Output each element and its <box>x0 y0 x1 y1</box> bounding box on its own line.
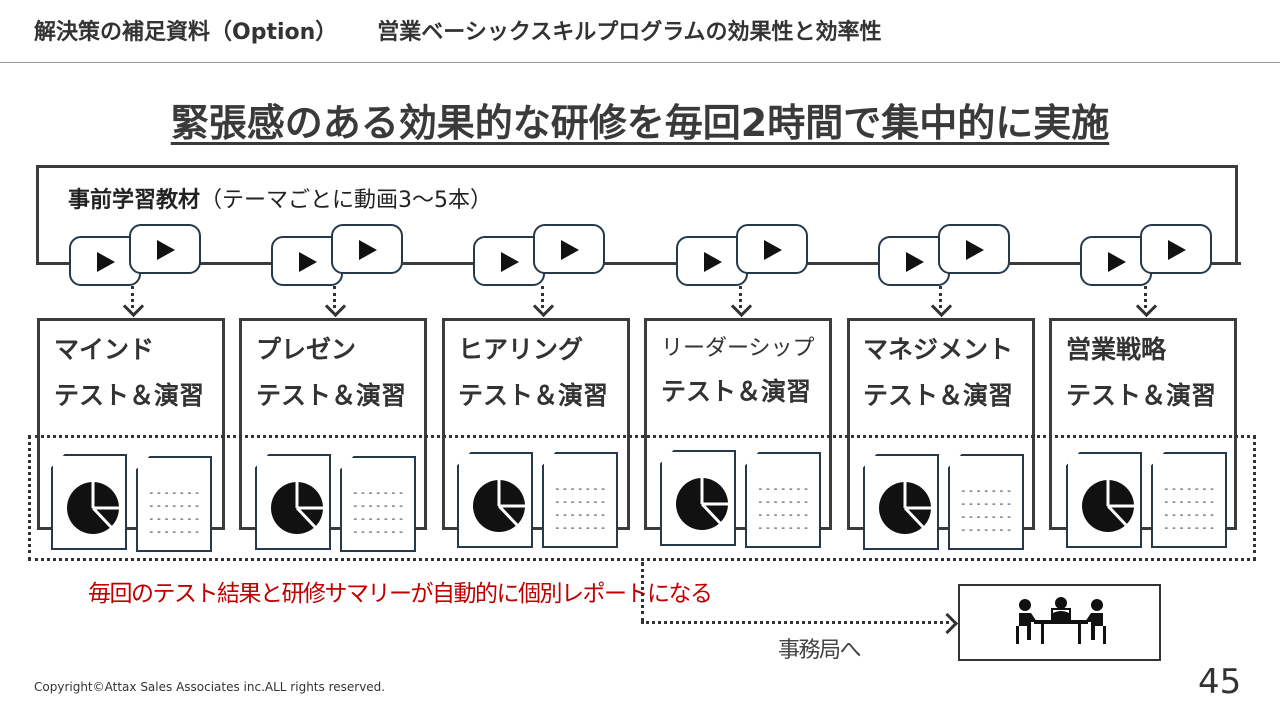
module-name: マネジメント <box>863 335 1014 364</box>
summary-document: ------- ------- ------- ------- <box>136 456 212 552</box>
pie-chart-icon <box>676 478 728 530</box>
document-text-lines: ------- ------- ------- ------- <box>352 486 406 538</box>
play-icon <box>473 236 545 286</box>
report-note: 毎回のテスト結果と研修サマリーが自動的に個別レポートになる <box>88 581 713 607</box>
play-icon <box>533 224 605 274</box>
arrow-right-icon <box>936 612 959 635</box>
arrow-down-icon <box>122 295 145 318</box>
module-name: リーダーシップ <box>661 336 815 361</box>
play-icon <box>331 224 403 274</box>
module-name: 営業戦略 <box>1066 335 1167 364</box>
flow-connector <box>939 286 942 308</box>
pie-chart-icon <box>271 482 323 534</box>
pie-chart-document <box>51 454 127 550</box>
main-title: 緊張感のある効果的な研修を毎回2時間で集中的に実施 <box>170 101 1110 145</box>
document-text-lines: ------- ------- ------- ------- <box>554 482 608 534</box>
meeting-icon <box>1016 597 1106 644</box>
module-name: ヒアリング <box>458 335 584 364</box>
prestudy-label-rest: （テーマごとに動画3～5本） <box>200 188 493 213</box>
pie-chart-document <box>660 450 736 546</box>
pie-chart-icon <box>473 480 525 532</box>
summary-document: ------- ------- ------- ------- <box>745 452 821 548</box>
copyright: Copyright©Attax Sales Associates inc.ALL… <box>34 680 386 694</box>
flow-connector <box>333 286 336 308</box>
office-box <box>958 584 1161 661</box>
arrow-down-icon <box>730 295 753 318</box>
module-name: プレゼン <box>256 335 357 364</box>
module-sub: テスト＆演習 <box>1066 381 1217 410</box>
pie-chart-icon <box>67 482 119 534</box>
arrow-down-icon <box>930 295 953 318</box>
office-label: 事務局へ <box>778 638 862 663</box>
flow-connector <box>131 286 134 308</box>
header-divider <box>0 62 1280 63</box>
play-icon <box>736 224 808 274</box>
play-icon <box>938 224 1010 274</box>
header-title: 解決策の補足資料（Option） 営業ベーシックスキルプログラムの効果性と効率性 <box>34 14 882 46</box>
flow-connector <box>739 286 742 308</box>
module-sub: テスト＆演習 <box>54 381 205 410</box>
header-section: 解決策の補足資料（Option） <box>34 20 338 45</box>
play-icon <box>129 224 201 274</box>
pie-chart-document <box>255 454 331 550</box>
module-sub: テスト＆演習 <box>863 381 1014 410</box>
prestudy-baseline <box>36 262 1241 265</box>
pie-chart-document <box>1066 452 1142 548</box>
summary-document: ------- ------- ------- ------- <box>542 452 618 548</box>
page-number: 45 <box>1198 662 1242 702</box>
arrow-down-icon <box>1135 295 1158 318</box>
summary-document: ------- ------- ------- ------- <box>1151 452 1227 548</box>
document-text-lines: ------- ------- ------- ------- <box>757 482 811 534</box>
module-sub: テスト＆演習 <box>661 377 812 406</box>
pie-chart-icon <box>1082 480 1134 532</box>
document-text-lines: ------- ------- ------- ------- <box>1163 482 1217 534</box>
arrow-down-icon <box>532 295 555 318</box>
prestudy-label-bold: 事前学習教材 <box>68 188 201 213</box>
document-text-lines: ------- ------- ------- ------- <box>148 486 202 538</box>
module-name: マインド <box>54 335 155 364</box>
flow-connector <box>541 286 544 308</box>
summary-document: ------- ------- ------- ------- <box>948 454 1024 550</box>
prestudy-frame <box>36 165 1238 263</box>
module-sub: テスト＆演習 <box>458 381 609 410</box>
office-connector-vertical <box>641 562 644 622</box>
module-sub: テスト＆演習 <box>256 381 407 410</box>
summary-document: ------- ------- ------- ------- <box>340 456 416 552</box>
pie-chart-document <box>457 452 533 548</box>
header-subject: 営業ベーシックスキルプログラムの効果性と効率性 <box>377 20 882 45</box>
flow-connector <box>1144 286 1147 308</box>
play-icon <box>1140 224 1212 274</box>
document-text-lines: ------- ------- ------- ------- <box>960 484 1014 536</box>
report-frame <box>28 435 1256 561</box>
arrow-down-icon <box>324 295 347 318</box>
office-connector-horizontal <box>641 621 949 624</box>
pie-chart-document <box>863 454 939 550</box>
prestudy-label: 事前学習教材（テーマごとに動画3～5本） <box>68 182 492 214</box>
pie-chart-icon <box>879 482 931 534</box>
